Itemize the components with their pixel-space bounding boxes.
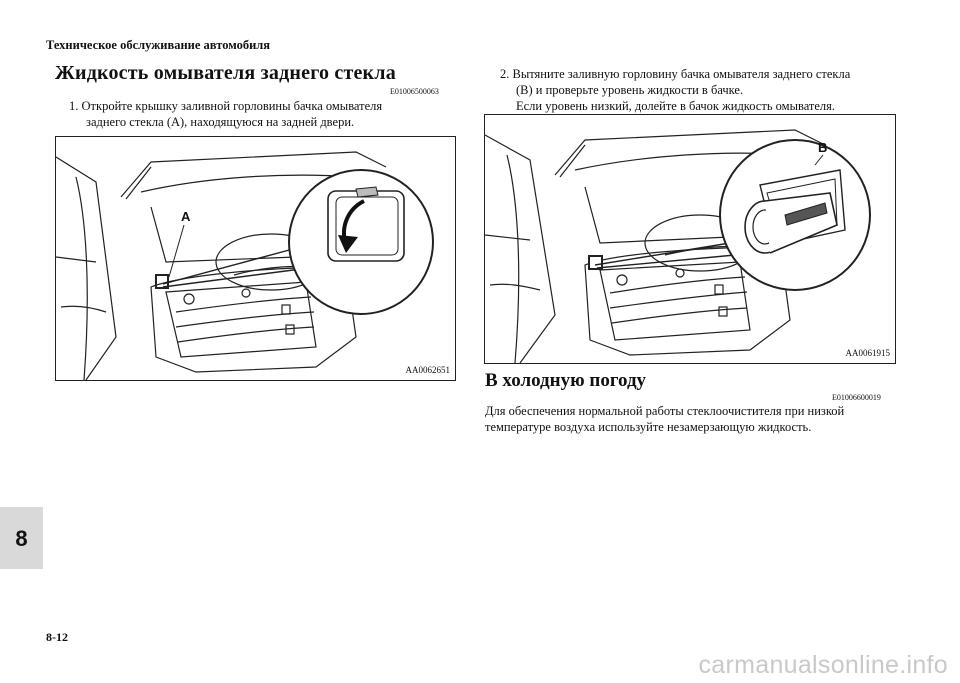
cold-weather-line1: Для обеспечения нормальной работы стекло… (485, 404, 845, 418)
step-2-number: 2. (500, 67, 510, 81)
chapter-tab (0, 507, 43, 569)
step-1-line1: Откройте крышку заливной горловины бачка… (81, 99, 383, 113)
callout-b: B (818, 140, 827, 155)
step-1-line2: заднего стекла (A), находящуюся на задне… (86, 115, 355, 129)
section-title-washer-fluid: Жидкость омывателя заднего стекла (55, 62, 396, 84)
figure-tailgate-filler-b: B AA0061915 (484, 114, 896, 364)
step-2: 2. Вытяните заливную горловину бачка омы… (500, 66, 850, 82)
section-title-cold-weather: В холодную погоду (485, 370, 647, 391)
arrow-icon (338, 235, 358, 253)
watermark: carmanualsonline.info (698, 651, 948, 679)
step-1-number: 1. (69, 99, 79, 113)
page-header: Техническое обслуживание автомобиля (46, 38, 271, 52)
tailgate-illustration-b: B (485, 129, 871, 363)
cold-weather-line2: температуре воздуха используйте незамерз… (485, 420, 812, 434)
tailgate-illustration-a: A (56, 151, 434, 380)
chapter-tab-number: 8 (15, 526, 28, 551)
section-code: E01006500063 (390, 87, 439, 96)
step-2-line3: Если уровень низкий, долейте в бачок жид… (516, 99, 836, 113)
figure-code-2: AA0061915 (845, 348, 891, 358)
figure-tailgate-cap-a: A AA0062651 (55, 136, 456, 381)
callout-a: A (181, 209, 191, 224)
section-code-2: E01006600019 (832, 393, 881, 402)
step-2-line2: (B) и проверьте уровень жидкости в бачке… (516, 83, 744, 97)
page-number: 8-12 (46, 630, 68, 644)
figure-code-1: AA0062651 (405, 365, 451, 375)
step-1: 1. Откройте крышку заливной горловины ба… (69, 98, 382, 114)
step-2-line1: Вытяните заливную горловину бачка омыват… (512, 67, 851, 81)
